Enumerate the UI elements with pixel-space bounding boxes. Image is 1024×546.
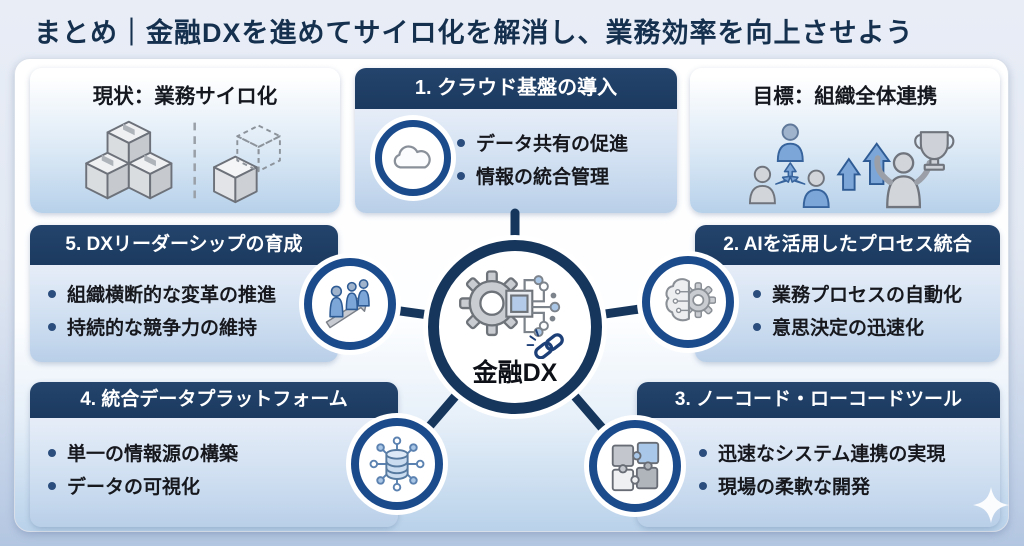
goal-card: 目標：組織全体連携 (690, 68, 1000, 213)
bullet-dot (48, 448, 56, 457)
bullet-item: データの可視化 (48, 469, 238, 502)
step-5-bullets: 組織横断的な変革の推進 持続的な競争力の維持 (48, 277, 276, 343)
step-1-bullets: データ共有の促進 情報の統合管理 (457, 126, 628, 192)
step-5-title: 5. DXリーダーシップの育成 (30, 225, 338, 265)
bullet-item: 業務プロセスの自動化 (753, 277, 962, 310)
chain-link-icon (526, 329, 564, 359)
step-2-title: 2. AIを活用したプロセス統合 (695, 225, 1000, 265)
bullet-item: 組織横断的な変革の推進 (48, 277, 276, 310)
cloud-icon (393, 145, 431, 169)
step-card-2: 2. AIを活用したプロセス統合 業務プロセスの自動化 意思決定の迅速化 (695, 225, 1000, 362)
bullet-dot (457, 171, 465, 180)
page-title: まとめ｜金融DXを進めてサイロ化を解消し、業務効率を向上させよう (34, 18, 914, 48)
bullet-dot (457, 138, 465, 147)
siloed-boxes-icon (85, 120, 281, 204)
step-3-bullets: 迅速なシステム連携の実現 現場の柔軟な開発 (699, 436, 945, 502)
ai-brain-gear-icon (665, 278, 716, 322)
step-4-bullets: 単一の情報源の構築 データの可視化 (48, 436, 238, 502)
goal-title: 目標：組織全体連携 (752, 85, 938, 108)
step-4-body: 単一の情報源の構築 データの可視化 (30, 418, 398, 527)
bullet-item: 意思決定の迅速化 (753, 310, 962, 343)
bullet-dot (753, 322, 761, 331)
bullet-item: 現場の柔軟な開発 (699, 469, 945, 502)
step-1-title: 1. クラウド基盤の導入 (355, 68, 677, 109)
ai-circle (642, 256, 734, 348)
step-3-title: 3. ノーコード・ローコードツール (637, 382, 1000, 418)
bullet-dot (753, 289, 761, 298)
step-4-title: 4. 統合データプラットフォーム (30, 382, 398, 418)
leadership-icon (325, 279, 370, 329)
current-state-title: 現状：業務サイロ化 (92, 85, 278, 108)
database-network-icon (369, 436, 425, 492)
bullet-item: 情報の統合管理 (457, 159, 628, 192)
puzzle-icon (611, 441, 660, 492)
step-card-4: 4. 統合データプラットフォーム 単一の情報源の構築 データの可視化 (30, 382, 398, 527)
step-2-body: 業務プロセスの自動化 意思決定の迅速化 (695, 265, 1000, 362)
step-card-5: 5. DXリーダーシップの育成 組織横断的な変革の推進 持続的な競争力の維持 (30, 225, 338, 362)
bullet-item: データ共有の促進 (457, 126, 628, 159)
current-state-card: 現状：業務サイロ化 (30, 68, 340, 213)
hub-label: 金融DX (472, 359, 558, 387)
bullet-dot (48, 289, 56, 298)
bullet-dot (699, 448, 707, 457)
bullet-item: 持続的な競争力の維持 (48, 310, 276, 343)
org-collaboration-icon (748, 123, 955, 209)
bullet-item: 迅速なシステム連携の実現 (699, 436, 945, 469)
database-circle (351, 418, 443, 510)
bullet-dot (48, 322, 56, 331)
bullet-dot (48, 481, 56, 490)
hub-circle: 金融DX (428, 240, 602, 414)
gear-circuit-icon (459, 270, 564, 359)
step-5-body: 組織横断的な変革の推進 持続的な競争力の維持 (30, 265, 338, 362)
bullet-dot (699, 481, 707, 490)
puzzle-circle (589, 420, 681, 512)
step-card-3: 3. ノーコード・ローコードツール 迅速なシステム連携の実現 現場の柔軟な開発 (637, 382, 1000, 527)
step-3-body: 迅速なシステム連携の実現 現場の柔軟な開発 (637, 418, 1000, 527)
step-2-bullets: 業務プロセスの自動化 意思決定の迅速化 (753, 277, 962, 343)
cloud-circle (375, 120, 451, 196)
bullet-item: 単一の情報源の構築 (48, 436, 238, 469)
sparkle-icon (972, 486, 1010, 524)
leadership-circle (304, 258, 396, 350)
